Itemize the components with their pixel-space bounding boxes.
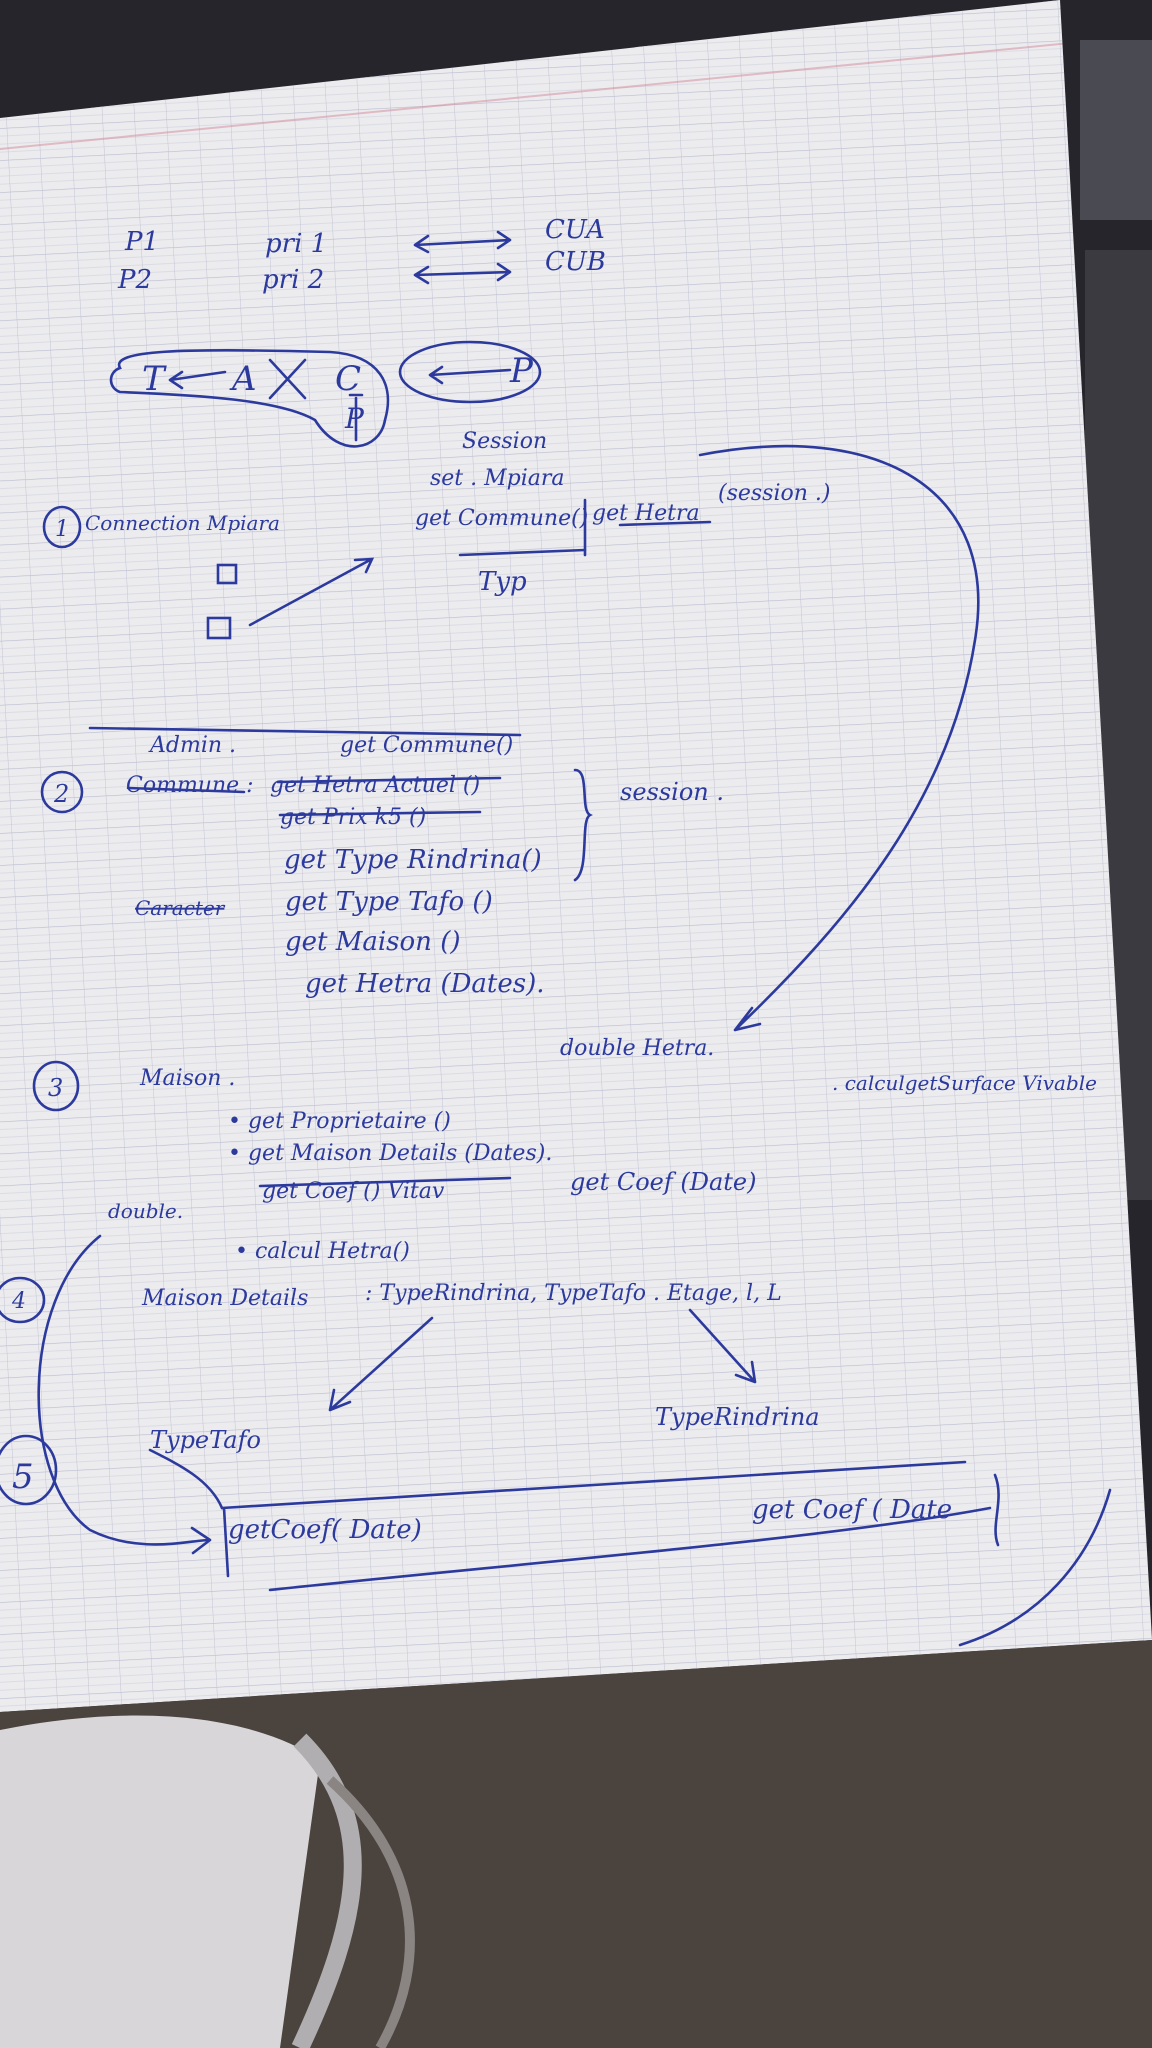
section1-get-commune: get Commune()	[415, 506, 588, 531]
section1-number: 1	[55, 517, 69, 542]
section3-maison: Maison .	[139, 1066, 235, 1091]
section2-hetra-dates: get Hetra (Dates).	[305, 969, 545, 999]
diagram-p-small: P	[344, 402, 365, 435]
ink-strokes	[0, 230, 1112, 1647]
section5-type-rindrina: TypeRindrina	[655, 1403, 820, 1431]
section2-caracter: Caracter	[135, 896, 226, 920]
section3-maison-details: • get Maison Details (Dates).	[228, 1141, 552, 1166]
label-pri2: pri 2	[262, 265, 324, 295]
label-cua: CUA	[545, 215, 605, 245]
section2-session: session .	[620, 778, 724, 806]
section4-maison-details: Maison Details	[141, 1286, 308, 1311]
section3-double-hetra: double Hetra.	[560, 1036, 714, 1061]
label-p1: P1	[124, 227, 159, 257]
section3-double: double.	[108, 1199, 183, 1223]
section2-crossed1: get Hetra Actuel ()	[270, 773, 480, 798]
section2-get-commune: get Commune()	[340, 733, 513, 758]
section1-set: set . Mpiara	[430, 466, 565, 491]
section1-title: Connection Mpiara	[85, 511, 280, 535]
section5-number: 5	[12, 1457, 34, 1497]
section1-typ: Typ	[478, 567, 527, 597]
section2-crossed2: get Prix k5 ()	[280, 805, 426, 830]
section3-proprietaire: • get Proprietaire ()	[228, 1109, 451, 1134]
section3-surface: . calculgetSurface Vivable	[832, 1071, 1097, 1095]
section5-type-tafo: TypeTafo	[150, 1426, 261, 1454]
label-cub: CUB	[545, 247, 606, 277]
section2-maison: get Maison ()	[285, 927, 460, 957]
diagram-p-big: P	[509, 351, 534, 391]
section2-type-rindrina: get Type Rindrina()	[284, 845, 542, 875]
section1-session-arg: (session .)	[718, 481, 831, 506]
section3-crossed-coef: get Coef () Vitav	[262, 1179, 445, 1204]
section5-get-coef-right: get Coef ( Date	[752, 1495, 952, 1525]
diagram-t: T	[142, 359, 167, 399]
white-cloth	[0, 1715, 320, 2048]
label-pri1: pri 1	[265, 229, 327, 259]
section1-get-hetra: get Hetra	[592, 501, 700, 526]
section2-number: 2	[53, 780, 69, 808]
label-p2: P2	[117, 265, 152, 295]
section2-type-tafo: get Type Tafo ()	[285, 887, 493, 917]
section5-get-coef-left: getCoef( Date)	[228, 1515, 422, 1545]
section4-list: : TypeRindrina, TypeTafo . Etage, l, L	[365, 1281, 782, 1306]
section3-number: 3	[48, 1074, 63, 1102]
section3-calcul-hetra: • calcul Hetra()	[235, 1239, 410, 1264]
section1-session: Session	[462, 429, 547, 454]
section3-get-coef: get Coef (Date)	[570, 1168, 757, 1196]
diagram-a: A	[229, 359, 257, 399]
section4-number: 4	[11, 1289, 26, 1314]
handwriting: P1 P2 pri 1 pri 2 CUA CUB T A C P P 1 Co…	[11, 215, 1097, 1545]
diagram-c: C	[335, 359, 361, 399]
section2-admin: Admin .	[148, 733, 236, 758]
section2-commune: Commune :	[126, 773, 254, 798]
